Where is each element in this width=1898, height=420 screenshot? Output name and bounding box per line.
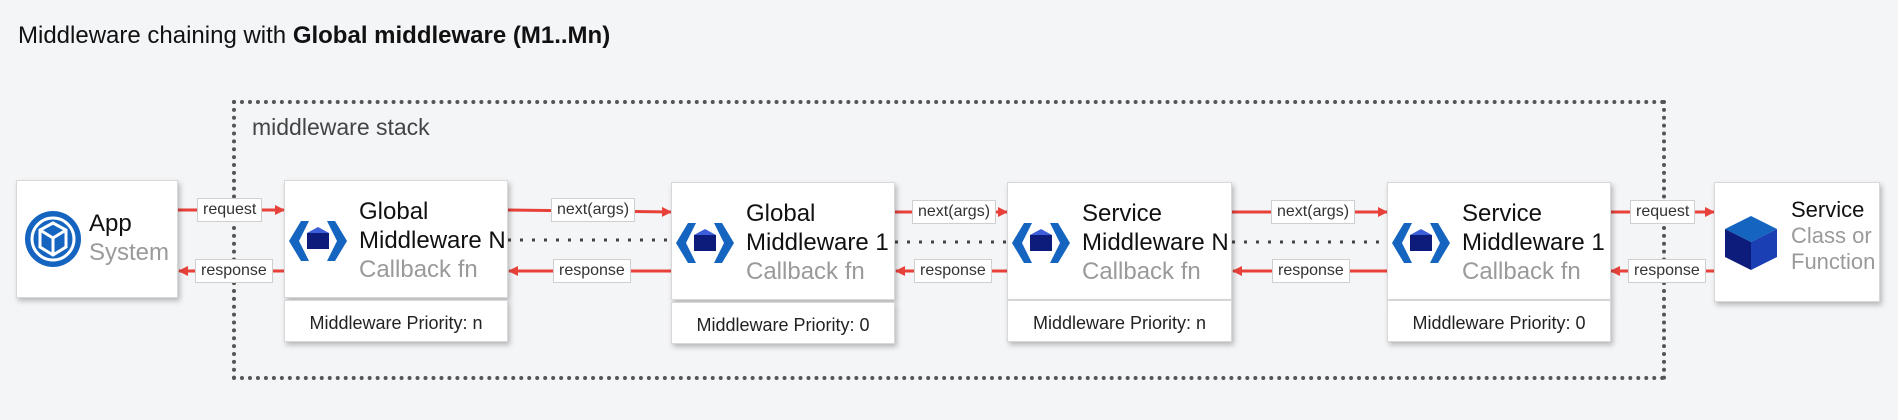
middleware-title-line2: Middleware 1 xyxy=(1462,229,1605,256)
edge-label-next-2: next(args) xyxy=(912,200,997,224)
service-cube-icon xyxy=(1721,213,1781,278)
global-middleware-n-node: Global Middleware N Callback fn xyxy=(284,180,508,298)
diagram-title: Middleware chaining with Global middlewa… xyxy=(18,22,611,49)
middleware-stack-boundary xyxy=(232,100,1666,380)
service-subtitle-1: Class or xyxy=(1791,223,1872,248)
middleware-callback: Callback fn xyxy=(746,258,865,285)
service-middleware-n-node: Service Middleware N Callback fn xyxy=(1007,182,1232,300)
app-system-node: App System xyxy=(16,180,178,298)
middleware-priority: Middleware Priority: n xyxy=(1007,300,1232,342)
global-middleware-1-node: Global Middleware 1 Callback fn xyxy=(671,182,895,300)
edge-label-request-in: request xyxy=(197,198,263,222)
middleware-icon xyxy=(287,219,349,268)
edge-label-next-3: next(args) xyxy=(1271,200,1356,224)
middleware-title-line1: Service xyxy=(1082,200,1163,227)
edge-label-response-3: response xyxy=(1272,259,1350,283)
edge-label-next-1: next(args) xyxy=(551,198,636,222)
middleware-title-line2: Middleware N xyxy=(1082,229,1229,256)
middleware-icon xyxy=(1010,221,1072,270)
service-node: Service Class or Function xyxy=(1714,182,1880,302)
middleware-title-line2: Middleware 1 xyxy=(746,229,889,256)
middleware-icon xyxy=(1390,221,1452,270)
app-system-icon xyxy=(23,209,83,274)
middleware-priority: Middleware Priority: n xyxy=(284,300,508,342)
middleware-priority: Middleware Priority: 0 xyxy=(1387,300,1611,342)
middleware-title-line1: Global xyxy=(359,198,429,225)
service-title: Service xyxy=(1791,197,1865,222)
edge-label-response-2: response xyxy=(914,259,992,283)
middleware-callback: Callback fn xyxy=(359,256,478,283)
middleware-title-line2: Middleware N xyxy=(359,227,506,254)
middleware-callback: Callback fn xyxy=(1462,258,1581,285)
middleware-callback: Callback fn xyxy=(1082,258,1201,285)
middleware-title-line1: Global xyxy=(746,200,816,227)
middleware-priority: Middleware Priority: 0 xyxy=(671,302,895,344)
app-title: App xyxy=(89,210,132,237)
app-subtitle: System xyxy=(89,239,170,266)
edge-label-response-service: response xyxy=(1628,259,1706,283)
edge-label-response-out: response xyxy=(195,259,273,283)
middleware-stack-label: middleware stack xyxy=(252,114,430,140)
edge-label-response-1: response xyxy=(553,259,631,283)
service-middleware-1-node: Service Middleware 1 Callback fn xyxy=(1387,182,1611,300)
middleware-title-line1: Service xyxy=(1462,200,1543,227)
service-subtitle-2: Function xyxy=(1791,249,1876,274)
edge-label-request-service: request xyxy=(1630,200,1696,224)
middleware-icon xyxy=(674,221,736,270)
